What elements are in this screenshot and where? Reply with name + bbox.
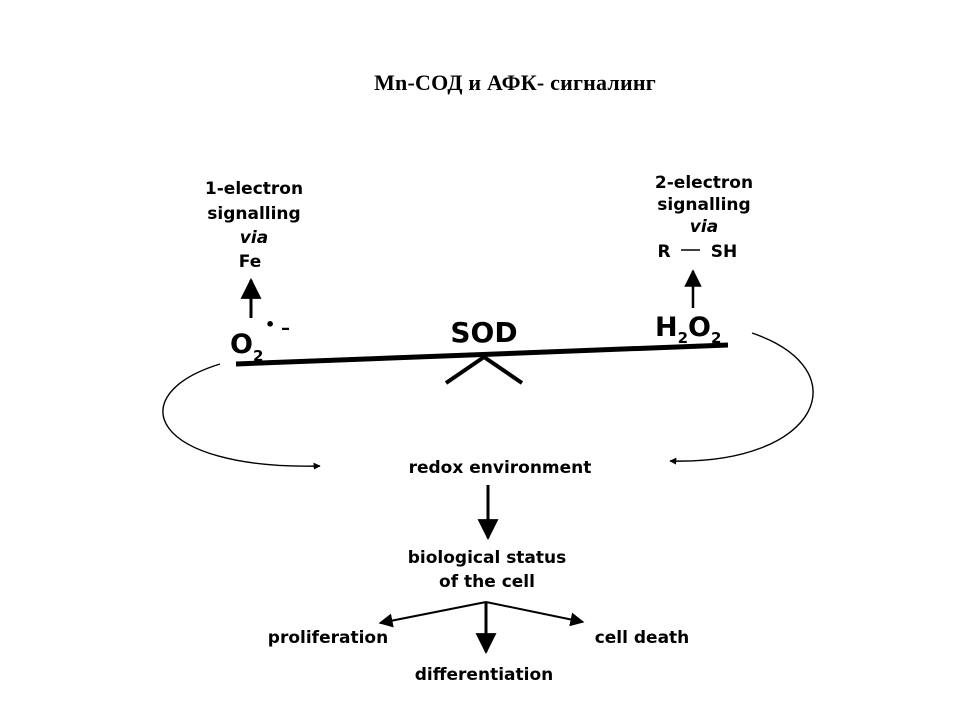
biological-status-line2: of the cell [439, 572, 535, 592]
left-signalling-via: via [240, 228, 268, 248]
negative-charge: – [281, 318, 290, 339]
left-signalling-line1: 1-electron [205, 179, 303, 199]
sod-enzyme-label: SOD [450, 316, 517, 349]
biological-status-line1: biological status [408, 548, 567, 568]
arrow-to-cell-death [485, 601, 585, 627]
page-title: Mn-СОД и АФК- сигналинг [374, 70, 656, 95]
radical-dot: • [265, 315, 275, 334]
left-signalling-fe: Fe [239, 252, 261, 272]
right-signalling-line2: signalling [657, 195, 750, 215]
right-signalling-via: via [690, 217, 718, 237]
seesaw-beam [235, 342, 729, 367]
left-signalling-line2: signalling [207, 204, 300, 224]
proliferation-label: proliferation [268, 628, 388, 648]
redox-environment-label: redox environment [409, 458, 592, 478]
thiol-sh-label: SH [711, 242, 737, 262]
arrow-to-proliferation [378, 601, 487, 628]
cell-death-label: cell death [595, 628, 690, 648]
right-signalling-line1: 2-electron [655, 173, 753, 193]
differentiation-label: differentiation [415, 665, 553, 685]
thiol-r-label: R [657, 242, 670, 262]
superoxide-label: O2 [230, 329, 263, 365]
hydrogen-peroxide-label: H2O2 [655, 312, 721, 347]
right-curved-arrow [669, 332, 814, 465]
seesaw-fulcrum [444, 354, 524, 385]
left-curved-arrow [162, 363, 321, 470]
